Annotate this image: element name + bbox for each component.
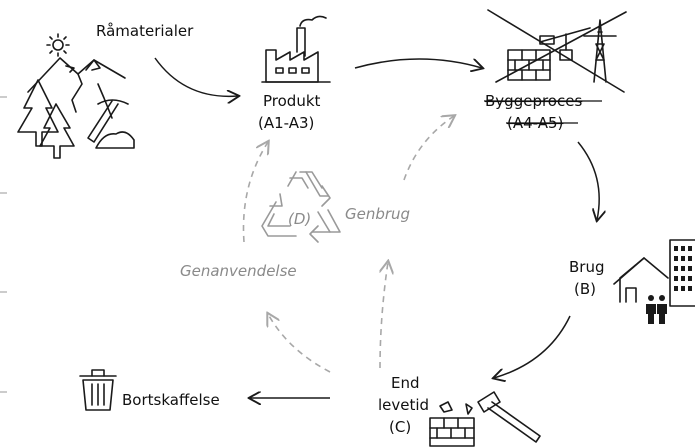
arrow-use-to-end-of-life [494, 315, 571, 378]
trash-icon [79, 369, 117, 411]
sun-icon [46, 33, 70, 57]
factory-icon [261, 15, 331, 83]
end-of-life-label: End [391, 374, 420, 392]
use-label: Brug [569, 258, 605, 276]
arrow-construction-to-use [577, 141, 599, 220]
use-icon [613, 239, 695, 324]
end-of-life-phase-label: (C) [389, 418, 411, 436]
product-phase-label: (A1-A3) [258, 114, 314, 132]
reuse-label: Genanvendelse [180, 262, 297, 280]
arrow-raw-to-product [154, 57, 238, 96]
raw-materials-icon [17, 33, 135, 159]
end-of-life-label-2: levetid [378, 396, 429, 414]
arrow-product-to-construction [354, 58, 482, 68]
use-phase-label: (B) [574, 280, 596, 298]
dashed-arrow-recycling-to-construction [403, 116, 454, 181]
disposal-label: Bortskaffelse [122, 391, 220, 409]
raw-materials-label: Råmaterialer [96, 22, 194, 40]
recycling-label: Genbrug [345, 205, 410, 223]
product-label: Produkt [263, 92, 321, 110]
dashed-arrow-eol-to-reuse [268, 314, 331, 373]
recycling-center-label: (D) [288, 210, 311, 228]
demolition-icon [429, 391, 541, 447]
left-edge-ticks [0, 96, 7, 393]
dashed-arrow-reuse-to-product [242, 142, 269, 243]
dashed-arrow-eol-to-recycling [380, 262, 388, 369]
recycle-icon [261, 171, 341, 243]
construction-icon [487, 9, 627, 93]
